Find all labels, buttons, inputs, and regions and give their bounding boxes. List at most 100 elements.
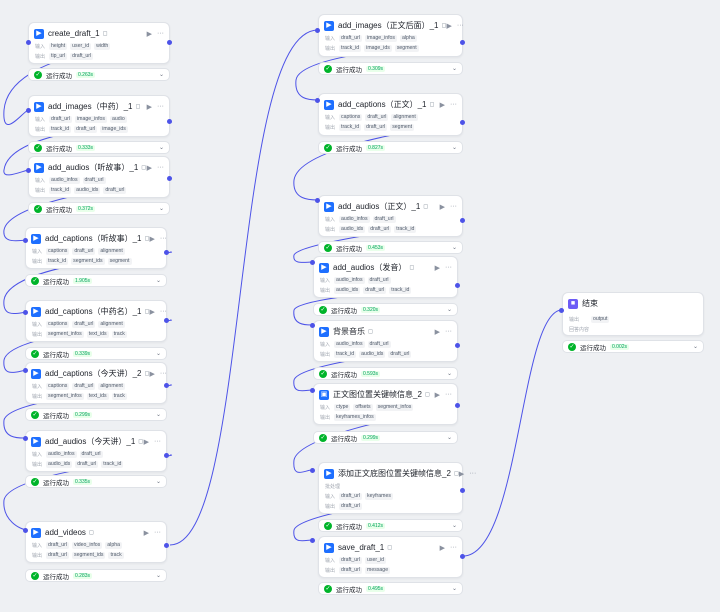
chevron-down-icon[interactable]: ⌄ bbox=[155, 573, 161, 579]
play-icon[interactable]: ▶ bbox=[439, 544, 445, 552]
chevron-down-icon[interactable]: ⌄ bbox=[446, 307, 452, 313]
comment-icon[interactable]: ◻ bbox=[424, 392, 430, 398]
more-icon[interactable]: ··· bbox=[450, 202, 457, 210]
play-icon[interactable]: ▶ bbox=[439, 101, 445, 109]
output-port[interactable] bbox=[167, 40, 172, 45]
output-port[interactable] bbox=[164, 318, 169, 323]
more-icon[interactable]: ··· bbox=[445, 390, 452, 398]
input-port[interactable] bbox=[23, 368, 28, 373]
input-port[interactable] bbox=[23, 436, 28, 441]
more-icon[interactable]: ··· bbox=[154, 437, 161, 445]
chevron-down-icon[interactable]: ⌄ bbox=[451, 145, 457, 151]
input-port[interactable] bbox=[26, 108, 31, 113]
play-icon[interactable]: ▶ bbox=[143, 529, 149, 537]
play-icon[interactable]: ▶ bbox=[146, 164, 152, 172]
comment-icon[interactable]: ◻ bbox=[423, 204, 429, 210]
play-icon[interactable]: ▶ bbox=[434, 391, 440, 399]
more-icon[interactable]: ··· bbox=[159, 307, 167, 315]
chevron-down-icon[interactable]: ⌄ bbox=[446, 371, 452, 377]
input-port[interactable] bbox=[310, 260, 315, 265]
chevron-down-icon[interactable]: ⌄ bbox=[451, 245, 457, 251]
chevron-down-icon[interactable]: ⌄ bbox=[692, 344, 698, 350]
input-port[interactable] bbox=[23, 310, 28, 315]
comment-icon[interactable]: ◻ bbox=[429, 102, 435, 108]
comment-icon[interactable]: ◻ bbox=[138, 439, 144, 445]
input-port[interactable] bbox=[310, 468, 315, 473]
comment-icon[interactable]: ◻ bbox=[368, 329, 373, 335]
more-icon[interactable]: ··· bbox=[445, 263, 452, 271]
more-icon[interactable]: ··· bbox=[154, 528, 161, 536]
play-icon[interactable]: ▶ bbox=[149, 235, 155, 243]
output-port[interactable] bbox=[460, 218, 465, 223]
comment-icon[interactable]: ◻ bbox=[135, 104, 141, 110]
input-port[interactable] bbox=[310, 388, 315, 393]
comment-icon[interactable]: ◻ bbox=[453, 471, 459, 477]
output-port[interactable] bbox=[455, 343, 460, 348]
chevron-down-icon[interactable]: ⌄ bbox=[446, 435, 452, 441]
output-port[interactable] bbox=[164, 453, 169, 458]
comment-icon[interactable]: ◻ bbox=[141, 165, 147, 171]
play-icon[interactable]: ▶ bbox=[434, 264, 440, 272]
more-icon[interactable]: ··· bbox=[469, 469, 477, 477]
chevron-down-icon[interactable]: ⌄ bbox=[451, 586, 457, 592]
comment-icon[interactable]: ◻ bbox=[88, 530, 94, 536]
play-icon[interactable]: ▶ bbox=[149, 370, 155, 378]
output-port[interactable] bbox=[460, 120, 465, 125]
output-port[interactable] bbox=[164, 383, 169, 388]
more-icon[interactable]: ··· bbox=[445, 327, 452, 335]
chevron-down-icon[interactable]: ⌄ bbox=[155, 412, 161, 418]
more-icon[interactable]: ··· bbox=[450, 100, 457, 108]
more-icon[interactable]: ··· bbox=[157, 29, 164, 37]
more-icon[interactable]: ··· bbox=[159, 234, 167, 242]
more-icon[interactable]: ··· bbox=[159, 369, 167, 377]
more-icon[interactable]: ··· bbox=[450, 543, 457, 551]
more-icon[interactable]: ··· bbox=[157, 163, 164, 171]
output-port[interactable] bbox=[460, 488, 465, 493]
comment-icon[interactable]: ◻ bbox=[144, 371, 150, 377]
input-port[interactable] bbox=[26, 168, 31, 173]
output-port[interactable] bbox=[455, 403, 460, 408]
input-port[interactable] bbox=[26, 40, 31, 45]
more-icon[interactable]: ··· bbox=[456, 21, 464, 29]
chevron-down-icon[interactable]: ⌄ bbox=[451, 66, 457, 72]
output-port[interactable] bbox=[164, 543, 169, 548]
chevron-down-icon[interactable]: ⌄ bbox=[158, 206, 164, 212]
input-port[interactable] bbox=[23, 528, 28, 533]
input-port[interactable] bbox=[315, 28, 320, 33]
comment-icon[interactable]: ◻ bbox=[102, 31, 108, 37]
input-port[interactable] bbox=[559, 308, 564, 313]
input-port[interactable] bbox=[315, 98, 320, 103]
chevron-down-icon[interactable]: ⌄ bbox=[155, 351, 161, 357]
chevron-down-icon[interactable]: ⌄ bbox=[155, 479, 161, 485]
play-icon[interactable]: ▶ bbox=[434, 328, 440, 336]
input-port[interactable] bbox=[23, 238, 28, 243]
